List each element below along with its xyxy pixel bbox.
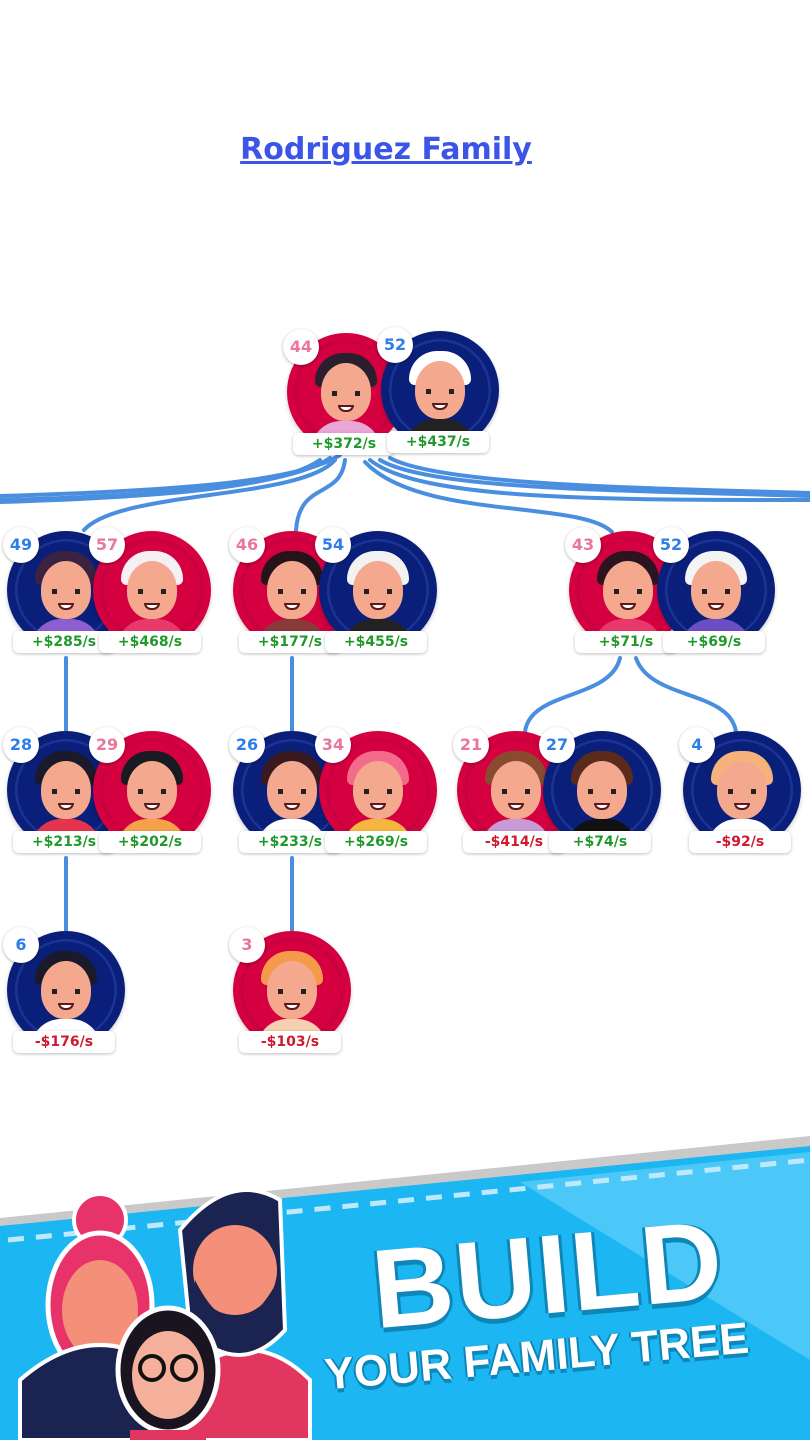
age-badge: 3 (229, 927, 265, 963)
banner-background (0, 1136, 810, 1440)
age-badge: 34 (315, 727, 351, 763)
avatar-eyes (52, 989, 80, 994)
family-illustration (18, 1188, 312, 1440)
avatar-eyes (502, 789, 530, 794)
family-member-p15[interactable]: 4 -$92/s (679, 727, 801, 853)
family-member-p12[interactable]: 34 +$269/s (315, 727, 437, 853)
link-line (388, 456, 810, 495)
age-badge: 44 (283, 329, 319, 365)
family-member-p10[interactable]: 29 +$202/s (89, 727, 211, 853)
avatar-eyes (364, 589, 392, 594)
earnings-label: +$372/s (293, 433, 395, 455)
link-line (378, 458, 810, 498)
earnings-label: +$437/s (387, 431, 489, 453)
avatar-eyes (52, 789, 80, 794)
family-name-link[interactable]: Rodriguez Family (240, 132, 532, 167)
earnings-label: +$71/s (575, 631, 677, 653)
earnings-label: -$103/s (239, 1031, 341, 1053)
avatar-eyes (364, 789, 392, 794)
earnings-label: -$176/s (13, 1031, 115, 1053)
avatar-eyes (278, 589, 306, 594)
avatar-mouth (594, 803, 610, 810)
avatar-mouth (338, 405, 354, 412)
link-line (294, 458, 347, 532)
link-line (634, 656, 738, 734)
avatar-eyes (426, 389, 454, 394)
family-member-p16[interactable]: 6 -$176/s (3, 927, 125, 1053)
link-line (363, 460, 614, 534)
age-badge: 29 (89, 727, 125, 763)
link-line (368, 458, 810, 502)
age-badge: 52 (377, 327, 413, 363)
avatar-mouth (284, 803, 300, 810)
earnings-label: +$233/s (239, 831, 341, 853)
avatar-mouth (370, 603, 386, 610)
avatar-mouth (144, 603, 160, 610)
age-badge: 46 (229, 527, 265, 563)
earnings-label: +$202/s (99, 831, 201, 853)
avatar-eyes (728, 789, 756, 794)
avatar-mouth (708, 603, 724, 610)
family-member-p4[interactable]: 57 +$468/s (89, 527, 211, 653)
earnings-label: +$177/s (239, 631, 341, 653)
earnings-label: +$455/s (325, 631, 427, 653)
earnings-label: +$468/s (99, 631, 201, 653)
link-line (0, 458, 322, 504)
earnings-label: +$285/s (13, 631, 115, 653)
earnings-label: -$414/s (463, 831, 565, 853)
avatar-mouth (284, 1003, 300, 1010)
earnings-label: +$74/s (549, 831, 651, 853)
avatar-eyes (278, 989, 306, 994)
avatar-mouth (620, 603, 636, 610)
age-badge: 52 (653, 527, 689, 563)
avatar-eyes (332, 391, 360, 396)
avatar-mouth (58, 803, 74, 810)
family-member-p6[interactable]: 54 +$455/s (315, 527, 437, 653)
avatar-eyes (278, 789, 306, 794)
avatar-eyes (138, 789, 166, 794)
avatar-eyes (614, 589, 642, 594)
avatar-eyes (702, 589, 730, 594)
earnings-label: +$213/s (13, 831, 115, 853)
earnings-label: +$69/s (663, 631, 765, 653)
avatar-mouth (432, 403, 448, 410)
avatar-mouth (508, 803, 524, 810)
link-line (523, 656, 622, 734)
age-badge: 54 (315, 527, 351, 563)
age-badge: 26 (229, 727, 265, 763)
avatar-mouth (370, 803, 386, 810)
earnings-label: -$92/s (689, 831, 791, 853)
family-member-p2[interactable]: 52 +$437/s (377, 327, 499, 453)
age-badge: 6 (3, 927, 39, 963)
avatar-mouth (58, 603, 74, 610)
age-badge: 57 (89, 527, 125, 563)
age-badge: 43 (565, 527, 601, 563)
age-badge: 28 (3, 727, 39, 763)
age-badge: 49 (3, 527, 39, 563)
age-badge: 21 (453, 727, 489, 763)
avatar-eyes (138, 589, 166, 594)
earnings-label: +$269/s (325, 831, 427, 853)
avatar-mouth (144, 803, 160, 810)
avatar-mouth (284, 603, 300, 610)
link-line (82, 458, 337, 532)
avatar-eyes (588, 789, 616, 794)
age-badge: 27 (539, 727, 575, 763)
age-badge: 4 (679, 727, 715, 763)
avatar-mouth (734, 803, 750, 810)
tree-links (0, 453, 810, 932)
family-member-p14[interactable]: 27 +$74/s (539, 727, 661, 853)
family-member-p17[interactable]: 3 -$103/s (229, 927, 351, 1053)
avatar-mouth (58, 1003, 74, 1010)
family-member-p8[interactable]: 52 +$69/s (653, 527, 775, 653)
avatar-eyes (52, 589, 80, 594)
promo-banner (0, 1130, 810, 1440)
